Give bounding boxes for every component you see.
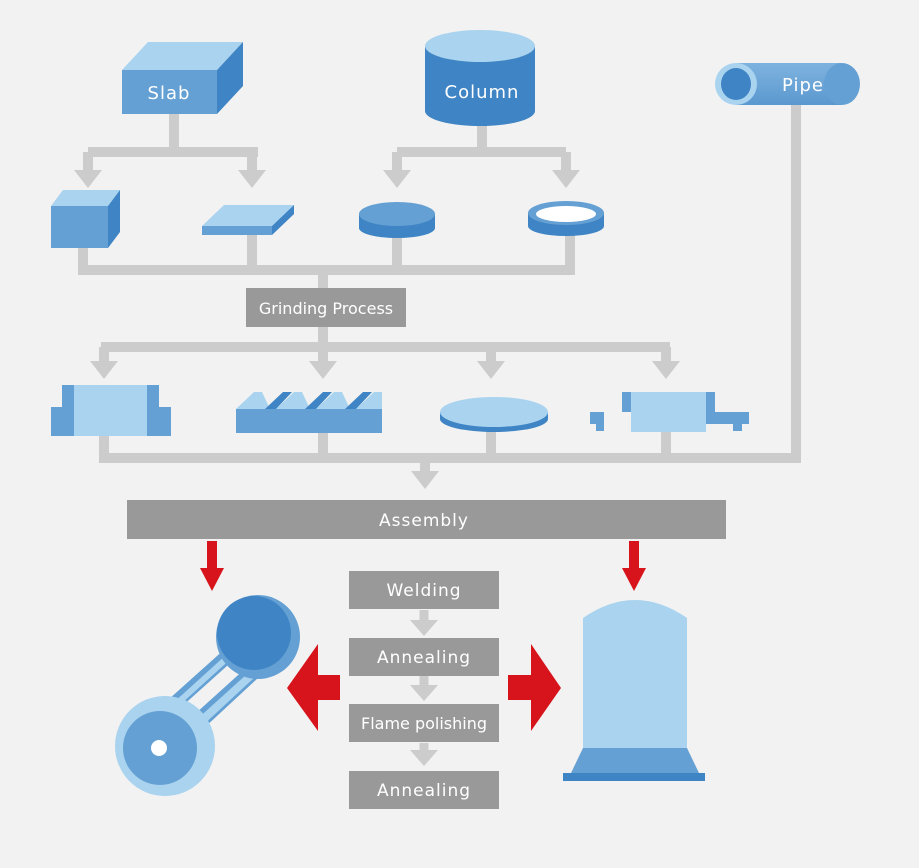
pipe-label: Pipe xyxy=(782,75,824,96)
pipe-shape: Pipe xyxy=(715,63,860,105)
step-flame-polishing-label: Flame polishing xyxy=(361,714,487,733)
step-flame-polishing: Flame polishing xyxy=(349,704,499,742)
flat-disc xyxy=(440,397,548,432)
slab-label: Slab xyxy=(148,83,191,104)
flanged-block xyxy=(51,385,171,436)
step-annealing-2: Annealing xyxy=(349,771,499,809)
assembly-box: Assembly xyxy=(127,500,726,539)
step-annealing-1: Annealing xyxy=(349,638,499,676)
ring-piece xyxy=(528,201,604,236)
grooved-plate xyxy=(236,392,382,433)
step-welding-label: Welding xyxy=(386,581,461,601)
disc-piece xyxy=(359,202,435,238)
connector-arrowheads xyxy=(74,170,680,766)
red-arrows xyxy=(200,541,646,731)
connector-lines xyxy=(78,100,801,752)
step-welding: Welding xyxy=(349,571,499,609)
column-label: Column xyxy=(445,82,520,103)
finished-vessel xyxy=(563,600,705,781)
column-shape: Column xyxy=(425,30,535,126)
assembly-label: Assembly xyxy=(379,511,469,531)
grinding-process-box: Grinding Process xyxy=(246,288,406,327)
stepped-part xyxy=(590,392,749,432)
thin-plate xyxy=(202,205,294,235)
cube-block xyxy=(51,190,120,248)
step-annealing-2-label: Annealing xyxy=(377,781,471,801)
step-annealing-1-label: Annealing xyxy=(377,648,471,668)
slab-shape: Slab xyxy=(122,42,243,114)
grinding-process-label: Grinding Process xyxy=(259,299,393,318)
finished-reactor-tube xyxy=(115,595,300,796)
